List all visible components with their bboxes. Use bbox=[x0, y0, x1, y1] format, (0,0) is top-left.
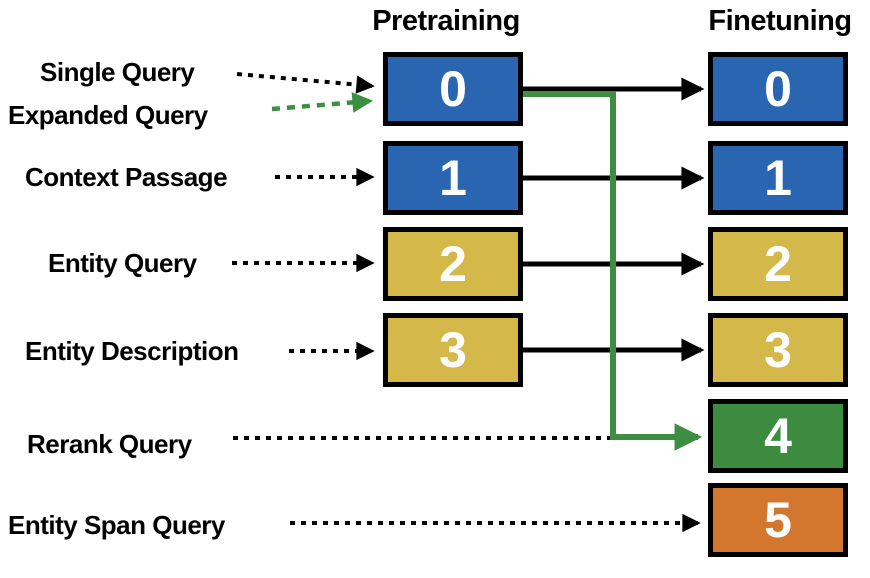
column-header-finetuning: Finetuning bbox=[708, 5, 852, 37]
pretraining-box-2: 2 bbox=[383, 227, 523, 301]
label-entity-span-query: Entity Span Query bbox=[8, 510, 225, 540]
label-rerank-query: Rerank Query bbox=[27, 429, 192, 459]
finetuning-box-5: 5 bbox=[708, 483, 848, 557]
pretraining-box-0: 0 bbox=[383, 52, 523, 126]
pretraining-box-1: 1 bbox=[383, 141, 523, 215]
arrow-label-expanded-query bbox=[271, 92, 374, 113]
label-entity-query: Entity Query bbox=[48, 248, 197, 278]
label-context-passage: Context Passage bbox=[25, 162, 228, 192]
finetuning-box-4: 4 bbox=[708, 399, 848, 473]
column-header-pretraining: Pretraining bbox=[372, 5, 520, 37]
finetuning-box-2: 2 bbox=[708, 227, 848, 301]
finetuning-box-0: 0 bbox=[708, 52, 848, 126]
arrow-label-single-query bbox=[236, 72, 375, 94]
label-entity-description: Entity Description bbox=[25, 336, 239, 366]
finetuning-box-1: 1 bbox=[708, 141, 848, 215]
label-single-query: Single Query bbox=[40, 57, 195, 87]
pretraining-box-3: 3 bbox=[383, 313, 523, 387]
label-expanded-query: Expanded Query bbox=[8, 100, 208, 130]
arrow-pretrain0-to-finetune4 bbox=[523, 91, 703, 451]
finetuning-box-3: 3 bbox=[708, 313, 848, 387]
